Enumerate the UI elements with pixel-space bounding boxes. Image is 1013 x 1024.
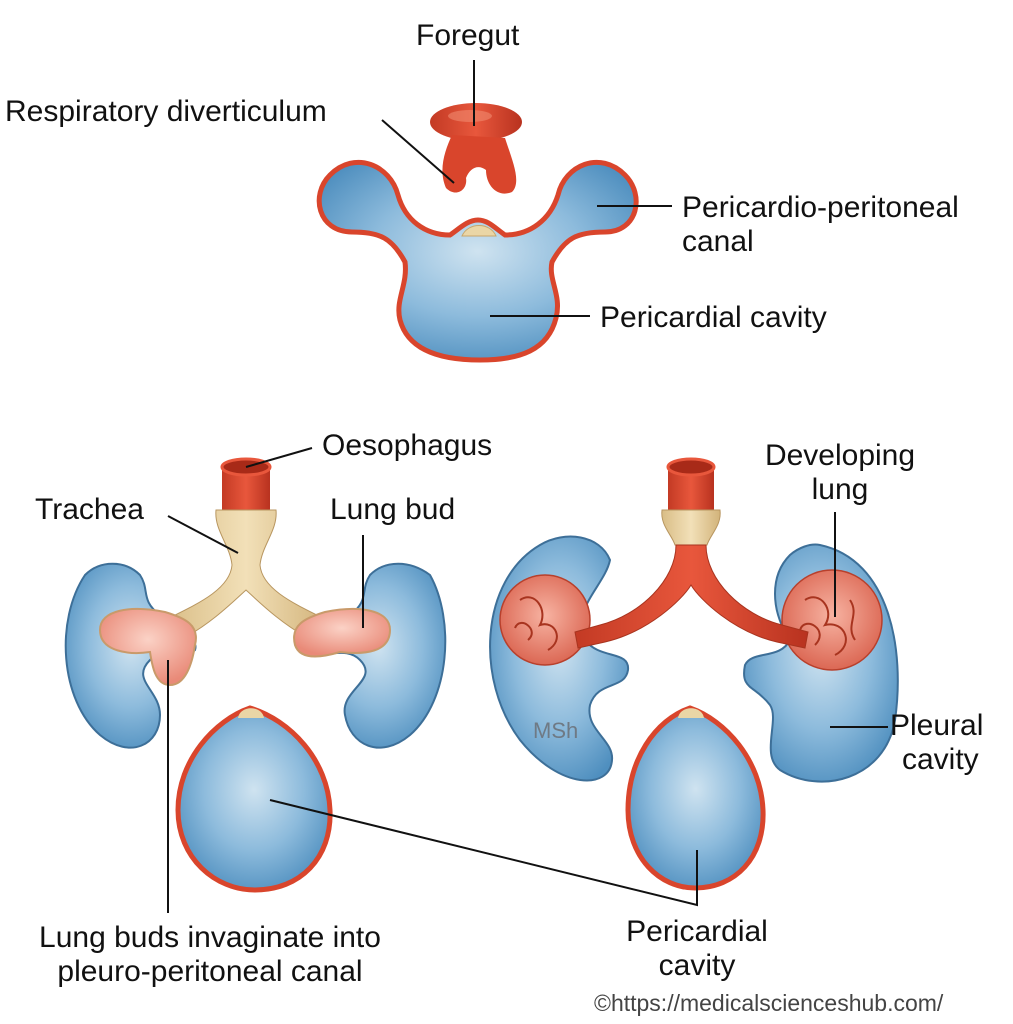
label-pericardial-cavity-shared-line1: Pericardial bbox=[626, 915, 768, 948]
label-foregut: Foregut bbox=[416, 19, 520, 52]
label-pleural-cavity-line2: cavity bbox=[902, 743, 979, 776]
right-canal bbox=[310, 562, 447, 749]
right-developing-lung bbox=[781, 569, 883, 671]
label-pericardio-peritoneal-canal-line1: Pericardio-peritoneal bbox=[682, 191, 959, 224]
label-pericardial-cavity-shared-line2: cavity bbox=[658, 949, 736, 982]
left-pericardial-cavity bbox=[175, 705, 333, 893]
left-developing-lung bbox=[499, 574, 591, 666]
label-pleural-cavity-line1: Pleural bbox=[890, 709, 984, 742]
label-lung-buds-invaginate-line1: Lung buds invaginate into bbox=[39, 921, 381, 954]
right-lung-bud bbox=[293, 608, 392, 658]
foregut-shape bbox=[430, 103, 522, 194]
bottom-right-panel bbox=[489, 457, 899, 891]
oesophagus-tube bbox=[222, 465, 270, 515]
left-lung-bud bbox=[98, 608, 197, 687]
leader-respiratory-diverticulum bbox=[381, 119, 455, 184]
right-pericardial-cavity bbox=[625, 705, 766, 891]
credit-text: ©https://medicalscienceshub.com/ bbox=[594, 990, 944, 1016]
label-developing-lung-line1: Developing bbox=[764, 439, 916, 472]
leader-trachea bbox=[167, 515, 239, 554]
watermark-msh: MSh bbox=[533, 718, 579, 743]
top-panel bbox=[316, 103, 639, 363]
label-oesophagus: Oesophagus bbox=[322, 429, 493, 462]
right-oesophagus-tube bbox=[668, 465, 714, 515]
left-canal bbox=[64, 562, 197, 749]
label-pericardial-cavity-top: Pericardial cavity bbox=[600, 301, 827, 334]
leader-oesophagus bbox=[245, 447, 313, 468]
label-developing-lung-line2: lung bbox=[811, 473, 869, 506]
bottom-left-panel bbox=[64, 457, 447, 893]
trachea-shape bbox=[164, 509, 328, 641]
pericardio-peritoneal-structure bbox=[316, 159, 639, 363]
label-pericardio-peritoneal-canal-line2: canal bbox=[682, 225, 754, 258]
label-lung-buds-invaginate-line2: pleuro-peritoneal canal bbox=[57, 955, 363, 988]
label-lung-bud: Lung bud bbox=[330, 493, 456, 526]
bronchi bbox=[574, 544, 809, 649]
label-respiratory-diverticulum: Respiratory diverticulum bbox=[5, 95, 327, 128]
label-trachea: Trachea bbox=[35, 493, 144, 526]
leader-lines bbox=[167, 60, 888, 913]
leader-pericardial-cavity-shared bbox=[269, 799, 698, 907]
